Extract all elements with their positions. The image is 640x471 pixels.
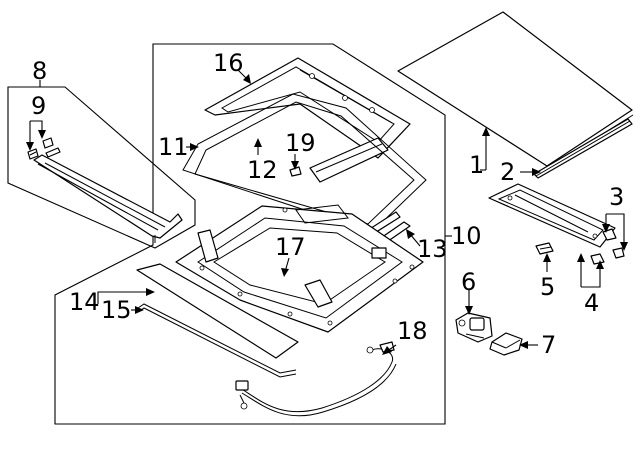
callout-12: 12 (247, 156, 278, 184)
sunroof-motor[interactable] (455, 312, 493, 343)
callout-13: 13 (417, 235, 448, 263)
callout-16: 16 (213, 49, 244, 77)
callout-3: 3 (609, 183, 624, 211)
sunroof-frame-track[interactable] (204, 57, 411, 183)
rail-clips[interactable] (27, 137, 61, 160)
side-drain-rail[interactable] (33, 154, 183, 243)
callout-19: 19 (285, 129, 316, 157)
callout-17: 17 (275, 233, 306, 261)
callout-11: 11 (158, 133, 189, 161)
callout-7: 7 (541, 331, 556, 359)
callout-14: 14 (69, 288, 100, 316)
frame-side-rail-group (7, 86, 196, 249)
callout-6: 6 (461, 268, 476, 296)
callout-4: 4 (584, 289, 599, 317)
sunshade-panel[interactable] (136, 263, 299, 359)
callout-2: 2 (500, 158, 515, 186)
callout-18: 18 (397, 317, 428, 345)
callout-10: 10 (451, 222, 482, 250)
bracket[interactable] (535, 242, 554, 255)
roof-weatherstrip[interactable] (533, 118, 633, 179)
callout-1: 1 (469, 151, 484, 179)
callout-9: 9 (31, 92, 46, 120)
seal-clip[interactable] (289, 166, 302, 177)
roof-panel[interactable] (397, 11, 634, 171)
callout-15: 15 (101, 296, 132, 324)
drain-hose[interactable] (235, 341, 397, 417)
callout-8: 8 (32, 57, 47, 85)
frame-sunroof-assembly (54, 43, 446, 425)
glass-seal-inner[interactable] (194, 101, 415, 225)
callout-5: 5 (540, 273, 555, 301)
sunroof-housing[interactable] (175, 204, 424, 333)
control-module[interactable] (489, 332, 523, 356)
